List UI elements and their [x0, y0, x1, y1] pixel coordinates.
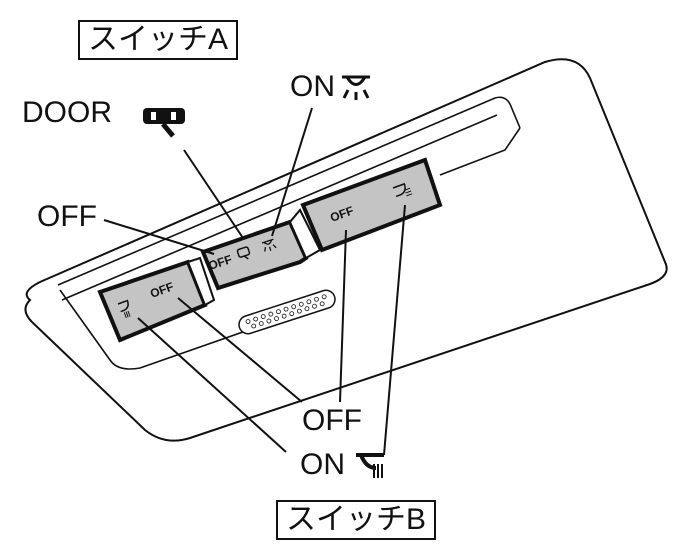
door-label: DOOR [22, 96, 112, 129]
housing-band-upper [57, 96, 521, 286]
off-a-label: OFF [37, 200, 97, 233]
door-icon-small [236, 246, 251, 260]
room-lamp-icon-b-right [392, 182, 413, 198]
switch-b-title: スイッチB [276, 500, 437, 540]
speaker-grille [238, 289, 336, 335]
housing-band-lower [61, 114, 498, 301]
room-lamp-icon [356, 453, 384, 478]
lamp-on-icon-small [261, 238, 277, 252]
door-icon [143, 108, 185, 138]
switch-b-left[interactable]: OFF [97, 259, 208, 343]
lamp-on-icon [342, 75, 370, 100]
room-lamp-icon-b-left [117, 299, 131, 319]
switch-a-title: スイッチA [78, 20, 239, 60]
off-b-label: OFF [302, 404, 362, 437]
housing-recess [59, 289, 301, 370]
on-b-label: ON [300, 448, 345, 481]
leader-lines [103, 107, 406, 456]
switch-b-right[interactable]: OFF [300, 157, 443, 253]
on-a-label: ON [290, 70, 335, 103]
